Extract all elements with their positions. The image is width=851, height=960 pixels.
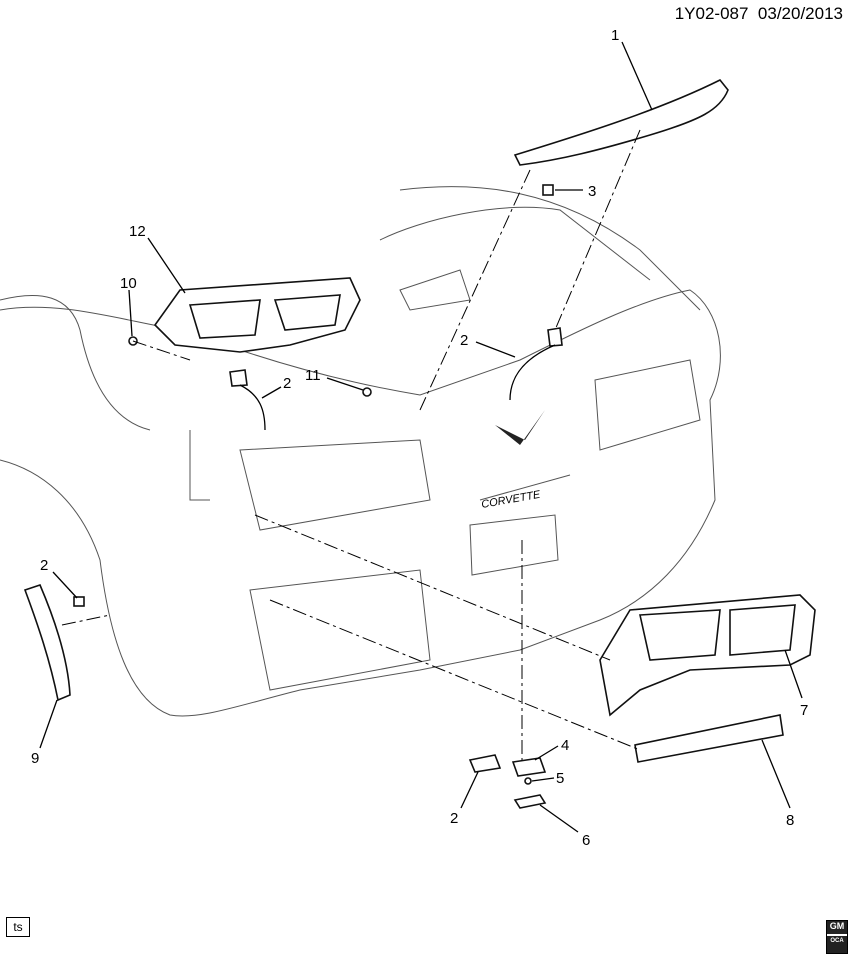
diagram-code: 1Y02-087 xyxy=(674,4,749,23)
gm-logo-subtext: OCA xyxy=(827,934,847,947)
corvette-script: CORVETTE xyxy=(480,489,542,511)
part-5-clip[interactable] xyxy=(524,777,532,785)
callout-2-side[interactable]: 2 xyxy=(40,557,48,574)
install-lines xyxy=(61,129,641,760)
diagram-header: 1Y02-087 03/20/2013 xyxy=(675,4,843,24)
car-body xyxy=(0,186,721,717)
callout-5[interactable]: 5 xyxy=(556,770,564,787)
callout-4[interactable]: 4 xyxy=(561,737,569,754)
part-4-license-lamp[interactable] xyxy=(511,757,547,777)
callout-7[interactable]: 7 xyxy=(800,702,808,719)
part-11-screw[interactable] xyxy=(362,387,372,397)
callouts: 1 3 12 10 11 2 2 2 9 7 8 4 5 6 2 xyxy=(31,27,808,849)
callout-1[interactable]: 1 xyxy=(611,27,619,44)
part-3-nut[interactable] xyxy=(542,184,554,196)
callout-2-lower[interactable]: 2 xyxy=(450,810,458,827)
gm-logo-text: GM xyxy=(829,921,845,931)
callout-2-upper-center[interactable]: 2 xyxy=(460,332,468,349)
part-2-socket-a[interactable] xyxy=(229,369,248,387)
part-1-spoiler-lamp[interactable] xyxy=(513,78,729,166)
corvette-emblem xyxy=(495,410,545,445)
callout-11[interactable]: 11 xyxy=(305,367,321,384)
wire xyxy=(509,344,556,401)
part-6-bracket[interactable] xyxy=(513,794,547,809)
part-9-side-marker[interactable] xyxy=(23,584,71,702)
callout-3[interactable]: 3 xyxy=(588,183,596,200)
callout-6[interactable]: 6 xyxy=(582,832,590,849)
callout-2-upper-left[interactable]: 2 xyxy=(283,375,291,392)
callout-8[interactable]: 8 xyxy=(786,812,794,829)
part-2-socket-c[interactable] xyxy=(73,596,85,607)
callout-12[interactable]: 12 xyxy=(129,223,146,240)
part-7-openings xyxy=(639,604,796,661)
part-12-lenses xyxy=(188,294,341,339)
callout-9[interactable]: 9 xyxy=(31,750,39,767)
wire xyxy=(239,384,266,431)
diagram-date: 03/20/2013 xyxy=(757,4,843,23)
part-8-reflector[interactable] xyxy=(634,714,784,763)
part-2-socket-d[interactable] xyxy=(468,754,502,773)
gm-logo: GM OCA xyxy=(826,920,848,954)
part-2-socket-b[interactable] xyxy=(547,327,563,347)
callout-10[interactable]: 10 xyxy=(120,275,137,292)
ts-badge: ts xyxy=(6,917,30,937)
